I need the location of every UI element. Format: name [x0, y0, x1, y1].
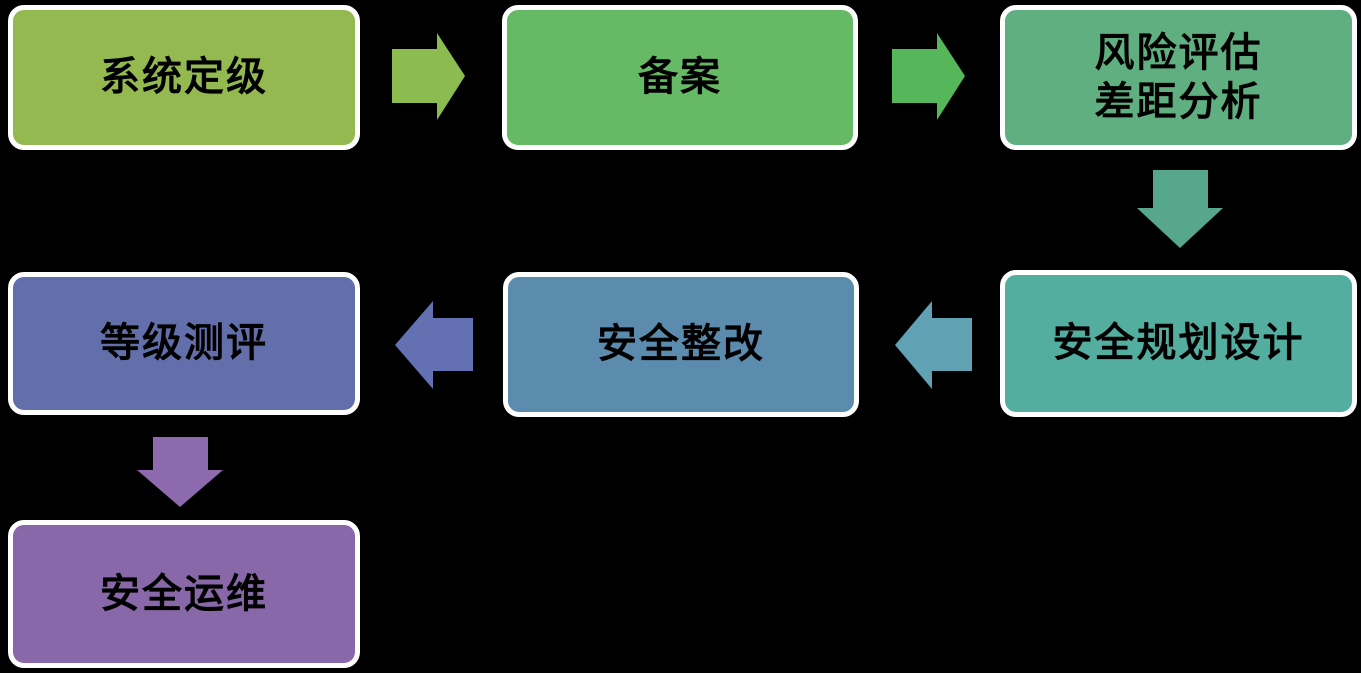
node-filing: 备案 — [502, 5, 858, 150]
node-system-grading-label: 系统定级 — [100, 54, 268, 101]
node-security-rectification-label: 安全整改 — [597, 321, 765, 368]
node-security-rectification: 安全整改 — [503, 272, 859, 417]
left-arrow-icon — [895, 301, 972, 389]
right-arrow-icon — [892, 33, 965, 120]
node-level-evaluation-label: 等级测评 — [100, 320, 268, 367]
node-system-grading: 系统定级 — [8, 5, 360, 150]
node-filing-label: 备案 — [638, 54, 722, 101]
left-arrow-icon — [395, 301, 473, 389]
right-arrow-icon — [392, 33, 465, 120]
down-arrow-icon — [137, 437, 223, 507]
node-security-planning-design-label: 安全规划设计 — [1052, 320, 1305, 367]
node-security-operations: 安全运维 — [8, 520, 360, 668]
down-arrow-icon — [1137, 170, 1223, 248]
node-risk-assessment-gap-analysis: 风险评估 差距分析 — [1000, 5, 1357, 150]
node-security-planning-design: 安全规划设计 — [1000, 270, 1357, 417]
node-security-operations-label: 安全运维 — [100, 570, 268, 617]
node-risk-assessment-gap-analysis-label: 风险评估 差距分析 — [1094, 29, 1263, 125]
node-level-evaluation: 等级测评 — [8, 272, 360, 415]
